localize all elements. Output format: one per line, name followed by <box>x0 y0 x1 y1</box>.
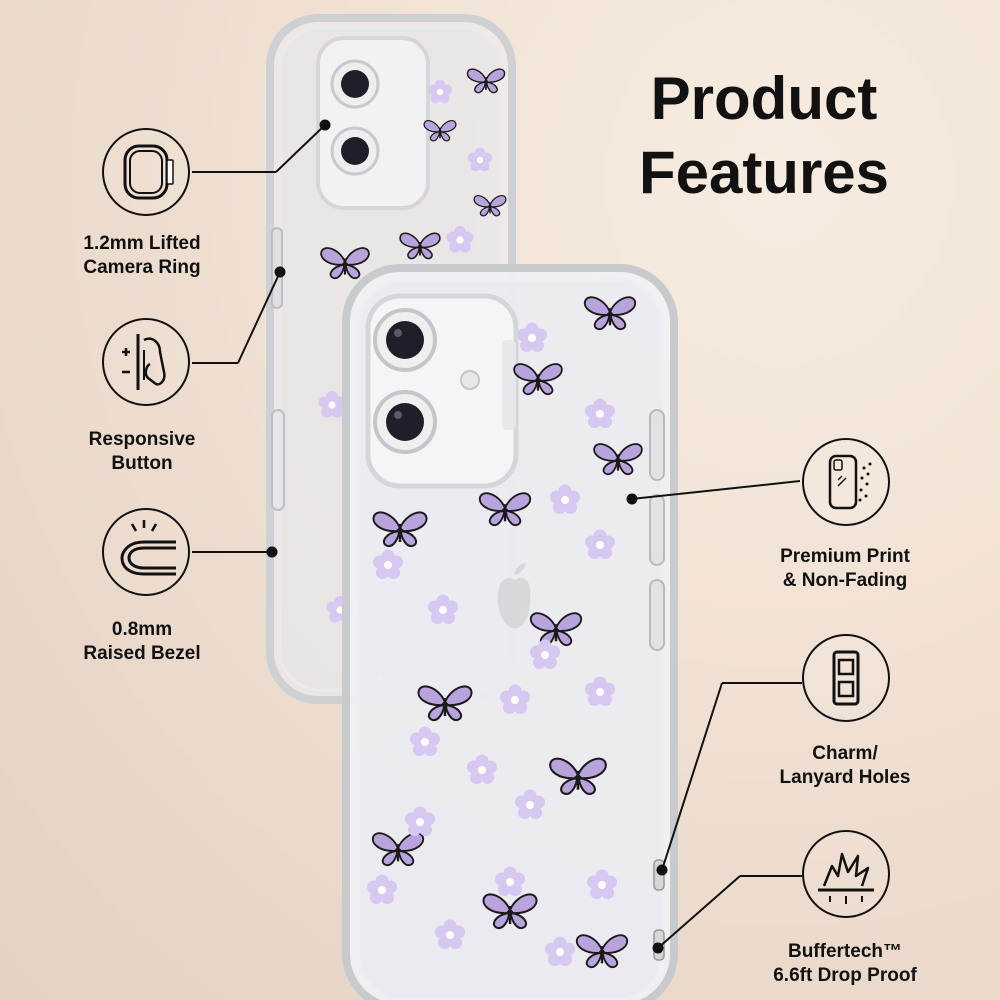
shock-impact-icon <box>802 830 890 918</box>
feature-label-lanyard: Charm/ Lanyard Holes <box>750 742 940 790</box>
button-press-icon <box>102 318 190 406</box>
title-line-1: Product <box>650 65 878 132</box>
feature-label-button: Responsive Button <box>52 428 232 476</box>
feature-line-1: Responsive <box>88 429 196 450</box>
feature-line-1: 0.8mm <box>111 619 173 640</box>
feature-label-camera-ring: 1.2mm Lifted Camera Ring <box>52 232 232 280</box>
feature-line-2: 6.6ft Drop Proof <box>773 965 917 986</box>
callout-lines <box>192 119 802 954</box>
feature-line-2: & Non-Fading <box>782 570 908 591</box>
feature-line-1: Buffertech™ <box>787 941 902 962</box>
feature-label-bezel: 0.8mm Raised Bezel <box>52 618 232 666</box>
raised-bezel-icon <box>102 508 190 596</box>
feature-label-print: Premium Print & Non-Fading <box>750 545 940 593</box>
title-line-2: Features <box>638 139 890 206</box>
lanyard-holes-icon <box>802 634 890 722</box>
feature-line-2: Button <box>111 453 173 474</box>
feature-label-drop: Buffertech™ 6.6ft Drop Proof <box>750 940 940 988</box>
feature-line-2: Camera Ring <box>83 257 201 278</box>
feature-line-2: Lanyard Holes <box>779 767 911 788</box>
feature-line-1: Charm/ <box>812 743 878 764</box>
feature-line-1: Premium Print <box>780 546 910 567</box>
feature-line-1: 1.2mm Lifted <box>83 233 201 254</box>
feature-line-2: Raised Bezel <box>83 643 201 664</box>
page-title: Product Features <box>594 62 934 210</box>
camera-ring-icon <box>102 128 190 216</box>
premium-print-icon <box>802 438 890 526</box>
front-phone-case <box>342 264 678 1000</box>
